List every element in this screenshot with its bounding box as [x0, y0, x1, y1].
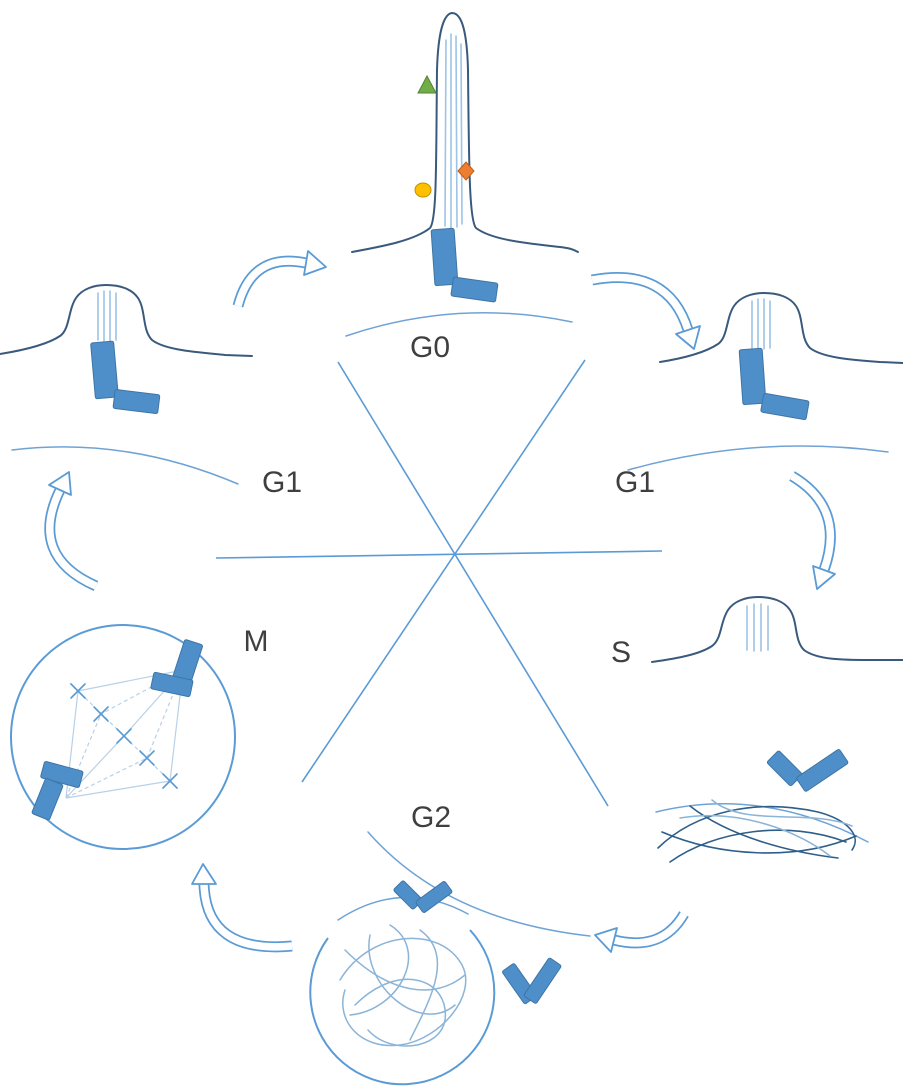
axoneme-stub [97, 290, 117, 342]
divider-line-horizontal [215, 550, 663, 559]
cycle-arrow-g0-to-g1right [591, 272, 701, 350]
mother-centriole [90, 340, 119, 400]
phase-label-g2: G2 [411, 801, 451, 834]
basal-body-mother-centriole [430, 227, 459, 287]
arrow-head-icon [48, 471, 72, 496]
spindle-pole-centrioles-bottom-left [31, 761, 84, 821]
arrow-head-icon [594, 927, 618, 953]
arc-right-g1 [627, 445, 889, 471]
arc-top-g0 [345, 311, 573, 337]
membrane-curve [659, 291, 903, 364]
phase-label-s: S [611, 636, 631, 669]
illustration-g1-left-cilium-bud [0, 283, 253, 414]
arrow-band-fill [613, 912, 688, 947]
divider-line-diagonal-1 [337, 361, 609, 807]
axoneme-remnant [746, 603, 769, 652]
arrow-band-fill [790, 472, 835, 572]
cell-membrane-circle [309, 929, 496, 1086]
phase-label-g1-right: G1 [615, 466, 655, 499]
phase-labels: G0 G1 G1 S M G2 [244, 331, 656, 834]
chromosome-tangle [657, 799, 857, 863]
duplicated-centriole-pair [766, 749, 849, 792]
phase-label-m: M [244, 625, 269, 658]
daughter-centriole [112, 389, 161, 414]
spindle-pole-centrioles-top-right [150, 639, 203, 698]
daughter-centriole [450, 276, 499, 303]
membrane-curve [651, 595, 903, 663]
mother-centriole [738, 347, 767, 406]
arrow-band [198, 883, 293, 953]
cycle-arrow-m-to-g1left [44, 471, 99, 592]
segment-arcs [11, 311, 889, 937]
arrow-band-fill [46, 488, 98, 590]
arrow-head-icon [812, 565, 836, 590]
phase-label-g1-left: G1 [262, 466, 302, 499]
arrow-band-fill [234, 257, 307, 308]
cilium-membrane [351, 11, 579, 253]
cilium-marker-orange-diamond [457, 161, 475, 181]
illustration-s-resorbing-cilium [651, 595, 903, 663]
metaphase-chromosomes [70, 683, 178, 789]
arrow-band-fill [200, 883, 293, 951]
arrow-band-fill [591, 273, 692, 332]
arrow-head-icon [675, 325, 701, 350]
daughter-centriole [760, 392, 810, 421]
illustration-g1-right-cilium-bud [659, 291, 903, 421]
cycle-arrow-g1right-to-s [789, 471, 836, 590]
cilium-marker-yellow-dot [414, 182, 432, 198]
illustration-g2-prophase-cell [309, 880, 562, 1086]
arc-bottom-g2 [367, 831, 591, 937]
arrow-head-icon [303, 250, 327, 276]
cell-top-arc [337, 896, 469, 921]
membrane-curve [0, 283, 253, 357]
axoneme-stub [751, 298, 771, 350]
arc-left-g1 [11, 446, 239, 485]
centriole-pair-top [393, 880, 453, 913]
segment-divider-lines [215, 359, 663, 807]
illustration-g2-condensing-chromosomes [657, 749, 857, 863]
cycle-arrow-s-to-g2 [594, 911, 689, 953]
cycle-arrow-g1left-to-g0 [232, 250, 327, 308]
illustration-g0-primary-cilium [351, 11, 579, 303]
cycle-arrow-g2-to-m [191, 863, 293, 953]
centriole-pair-right [502, 957, 562, 1005]
chromatin-tangle [339, 924, 467, 1047]
illustration-m-mitotic-spindle [10, 624, 236, 850]
cilium-marker-green-triangle [417, 74, 437, 94]
cell-membrane-circle [10, 624, 236, 850]
phase-label-g0: G0 [410, 331, 450, 364]
arrow-head-icon [191, 863, 217, 885]
divider-line-diagonal-2 [301, 359, 586, 783]
axoneme-microtubules [444, 33, 463, 229]
